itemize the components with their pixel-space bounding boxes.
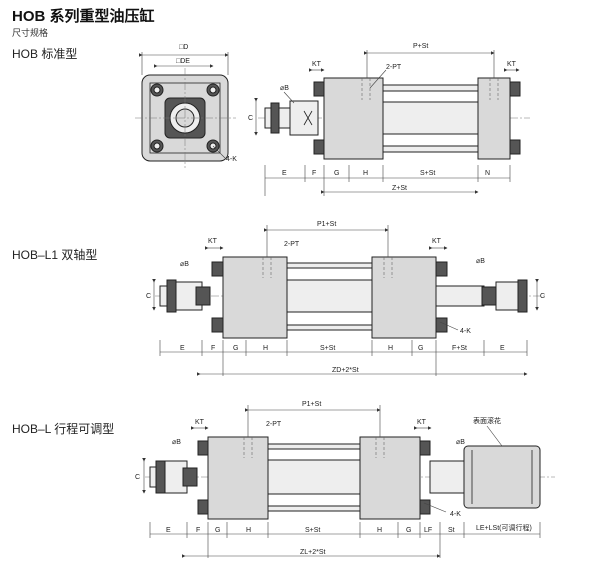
l1-side-view: [152, 225, 545, 376]
label-phi-b-l1-left: ⌀B: [180, 261, 189, 268]
label-kt-l-right: KT: [417, 419, 427, 426]
label-zl-2st: ZL+2*St: [300, 549, 326, 556]
label-kt-std-left: KT: [312, 61, 322, 68]
label-e-l: E: [166, 527, 171, 534]
label-h-l1-right: H: [388, 345, 393, 352]
label-kt-std-right: KT: [507, 61, 517, 68]
label-h-l-left: H: [246, 527, 251, 534]
label-z-st: Z+St: [392, 185, 407, 192]
page-title: HOB 系列重型油压缸: [12, 8, 155, 25]
section-title-standard: HOB 标准型: [12, 47, 78, 61]
label-4k-l1: 4-K: [460, 328, 471, 335]
page-subtitle: 尺寸规格: [12, 28, 49, 38]
label-s-st-l: S+St: [305, 527, 320, 534]
label-le-lst: LE+LSt(可调行程): [476, 523, 532, 532]
label-4k-front: 4-K: [226, 156, 237, 163]
label-2pt-l: 2-PT: [266, 421, 282, 428]
label-kt-l-left: KT: [195, 419, 205, 426]
label-e-l1-right: E: [500, 345, 505, 352]
label-g-l-right: G: [406, 527, 411, 534]
label-phi-b-l-right: ⌀B: [456, 439, 465, 446]
label-kt-l1-left: KT: [208, 238, 218, 245]
label-c-l1-right: C: [540, 293, 545, 300]
front-view: [135, 52, 236, 168]
label-phi-b-std: ⌀B: [280, 85, 289, 92]
label-p-st: P+St: [413, 43, 428, 50]
label-zd-2st: ZD+2*St: [332, 367, 359, 374]
label-kt-l1-right: KT: [432, 238, 442, 245]
label-f-st-l1: F+St: [452, 345, 467, 352]
label-e-l1-left: E: [180, 345, 185, 352]
label-sq-de: □DE: [176, 58, 190, 65]
label-f-l: F: [196, 527, 200, 534]
label-s-st-std: S+St: [420, 170, 435, 177]
label-g-l1-right: G: [418, 345, 423, 352]
label-2pt-std: 2-PT: [386, 64, 402, 71]
standard-side-view: [254, 50, 530, 196]
label-phi-b-l-left: ⌀B: [172, 439, 181, 446]
label-c-l1-left: C: [146, 293, 151, 300]
label-e-std: E: [282, 170, 287, 177]
label-f-l1: F: [211, 345, 215, 352]
label-4k-l: 4-K: [450, 511, 461, 518]
label-p1-st-l1: P1+St: [317, 221, 336, 228]
label-h-l1-left: H: [263, 345, 268, 352]
label-g-l-left: G: [215, 527, 220, 534]
label-s-st-l1: S+St: [320, 345, 335, 352]
label-c-l: C: [135, 474, 140, 481]
l-side-view: [142, 405, 555, 558]
label-f-std: F: [312, 170, 316, 177]
label-h-std: H: [363, 170, 368, 177]
label-g-std: G: [334, 170, 339, 177]
label-sq-d: □D: [179, 44, 188, 51]
label-c-std: C: [248, 115, 253, 122]
label-2pt-l1: 2-PT: [284, 241, 300, 248]
label-knurl: 表面滚花: [473, 416, 501, 425]
section-title-l: HOB–L 行程可调型: [12, 422, 115, 436]
label-phi-b-l1-right: ⌀B: [476, 258, 485, 265]
label-n-std: N: [485, 170, 490, 177]
section-title-l1: HOB–L1 双轴型: [12, 248, 98, 262]
label-h-l-right: H: [377, 527, 382, 534]
label-st: St: [448, 527, 455, 534]
label-g-l1-left: G: [233, 345, 238, 352]
label-p1-st-l: P1+St: [302, 401, 321, 408]
label-lf: LF: [424, 527, 432, 534]
